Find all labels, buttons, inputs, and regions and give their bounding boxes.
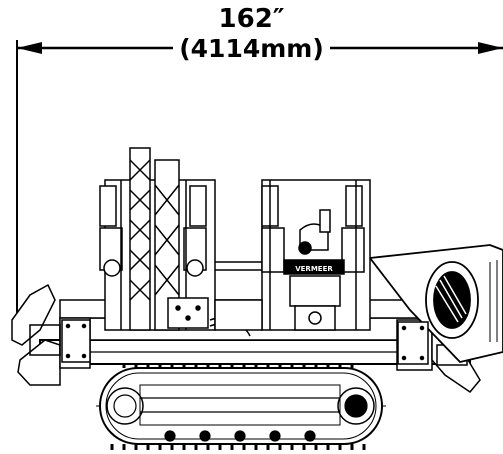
side-panels	[61, 319, 429, 365]
cross-members	[209, 261, 263, 337]
right-mast	[261, 179, 371, 331]
dimension-inches: 162″	[0, 4, 503, 34]
crawler-track	[96, 363, 386, 450]
drill-rig	[11, 147, 503, 450]
arrow-left-icon	[17, 42, 42, 54]
track-grousers	[110, 363, 366, 450]
left-mast	[99, 147, 216, 331]
arrow-right-icon	[478, 42, 503, 54]
machine-nameplate: VERMEER	[295, 265, 333, 273]
right-drum	[368, 244, 503, 363]
track-rollers	[164, 430, 316, 442]
dimension-millimeters: (4114mm)	[0, 34, 503, 63]
